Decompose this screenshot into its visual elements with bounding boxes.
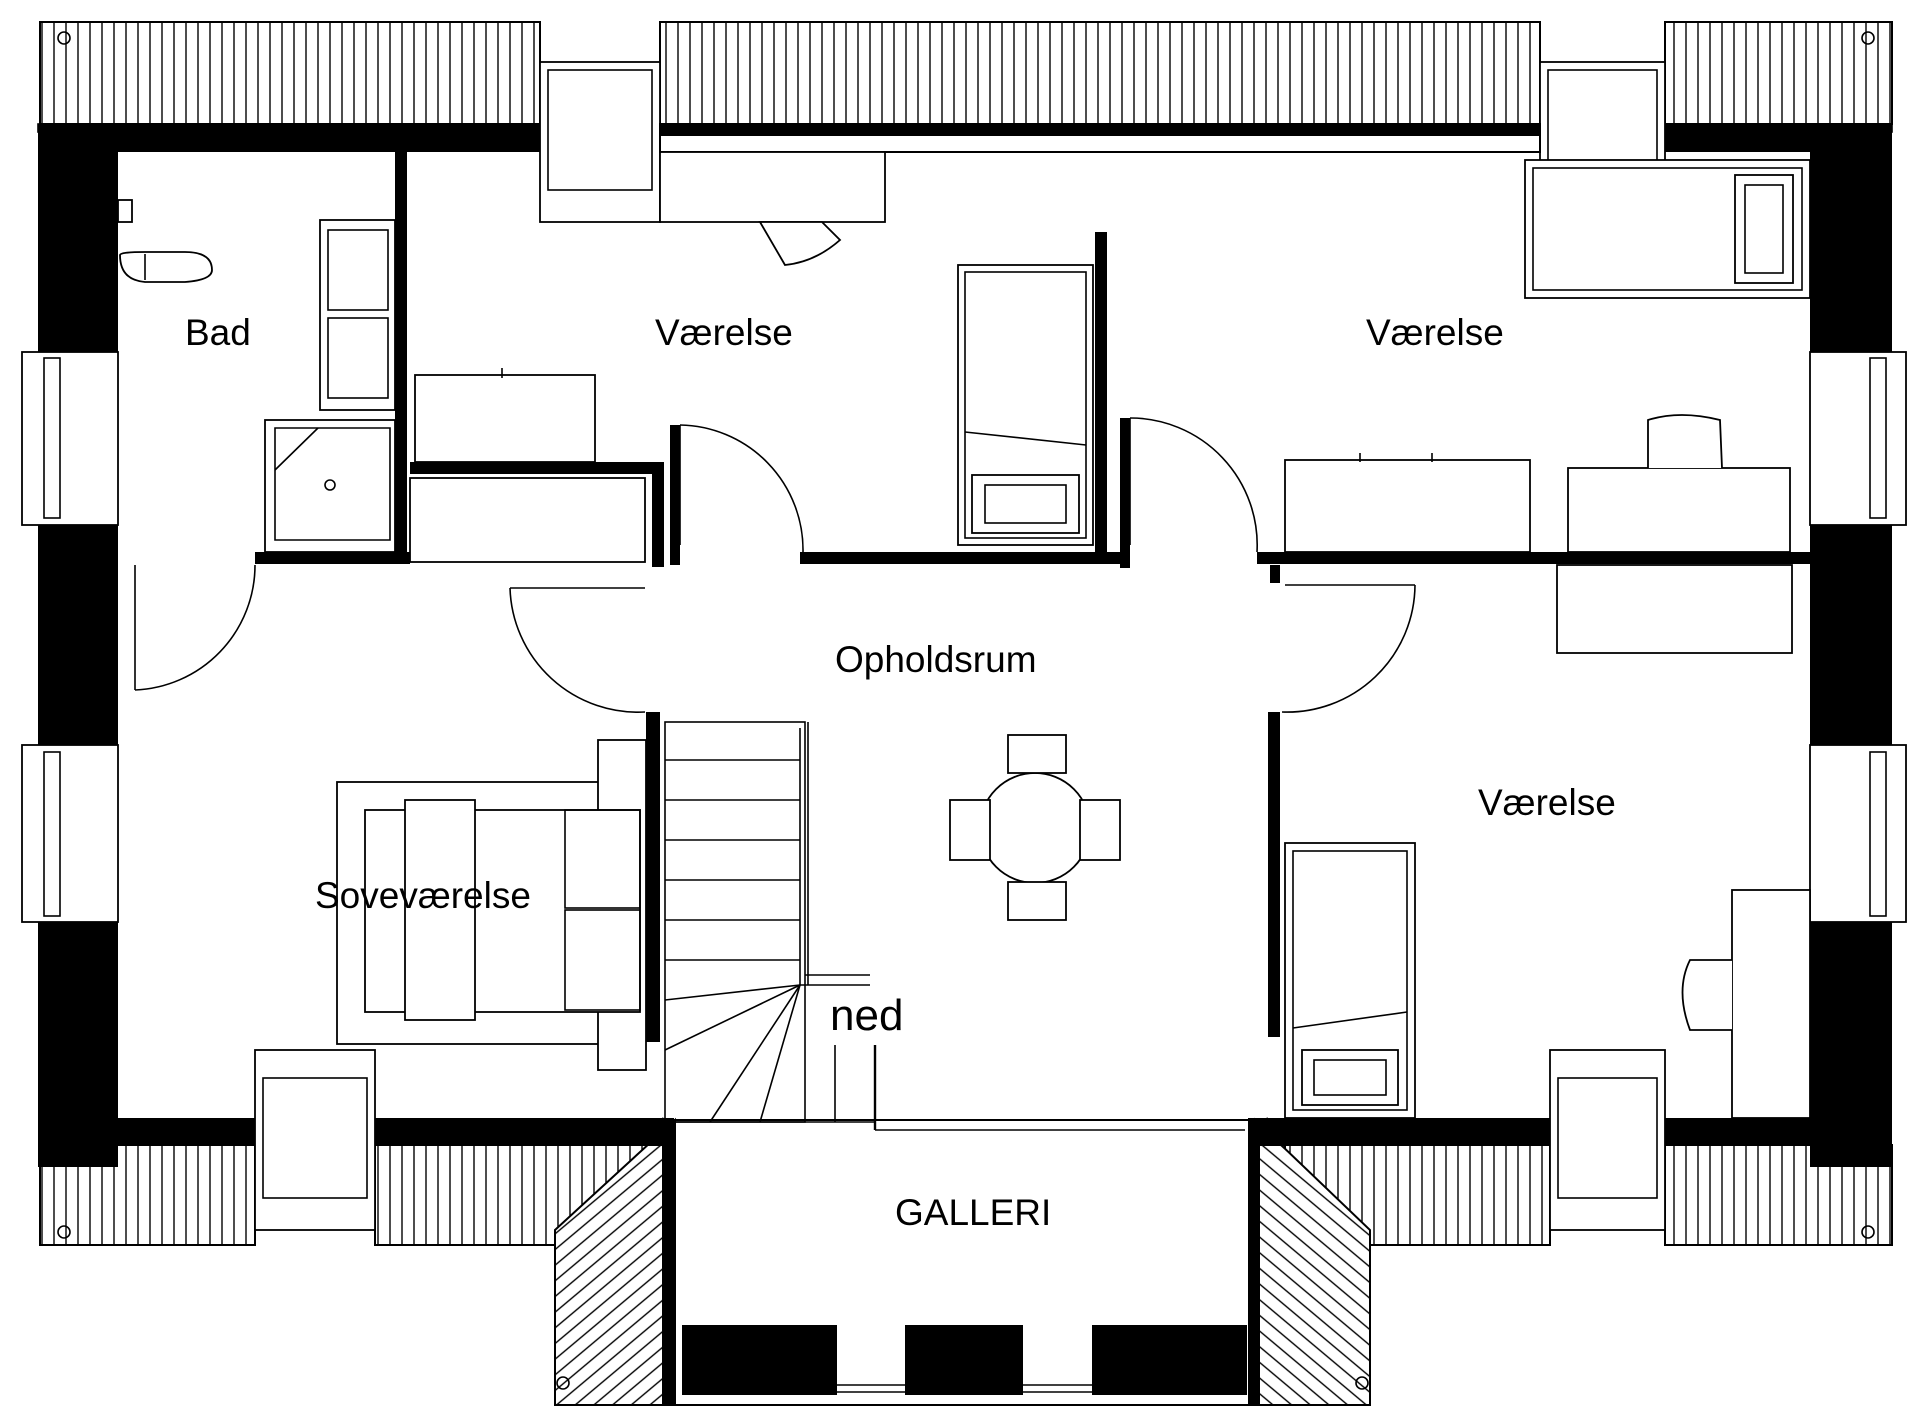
bedroom-1-furniture	[409, 151, 1094, 563]
dormer-bottom-left	[254, 1049, 376, 1231]
dormer-bottom-right	[1549, 1049, 1666, 1231]
master-bedroom-furniture	[336, 739, 647, 1071]
room-label-vaerelse-3: Værelse	[1478, 782, 1616, 823]
bathroom-fixtures	[117, 199, 396, 553]
room-label-vaerelse-1: Værelse	[655, 312, 793, 353]
room-label-bad: Bad	[185, 312, 251, 353]
gallery	[661, 1117, 1269, 1406]
interior-walls	[255, 152, 1810, 1042]
dining-set	[949, 734, 1121, 921]
window-right	[1809, 351, 1907, 923]
staircase	[664, 721, 1245, 1131]
room-label-vaerelse-2: Værelse	[1366, 312, 1504, 353]
room-label-opholdsrum: Opholdsrum	[835, 639, 1037, 680]
bedroom-3-furniture	[1284, 564, 1811, 1119]
room-labels: Bad Værelse Værelse Opholdsrum Værelse S…	[185, 312, 1616, 1233]
door-swings	[134, 417, 1416, 713]
stair-label: ned	[830, 991, 903, 1040]
room-label-sovevaerelse: Soveværelse	[315, 875, 531, 916]
outer-walls	[38, 123, 1892, 1167]
roof-top	[37, 21, 1893, 133]
window-left	[21, 351, 119, 923]
room-label-galleri: GALLERI	[895, 1192, 1051, 1233]
bedroom-2-furniture	[1284, 159, 1811, 553]
dormer-top-left	[539, 61, 661, 223]
